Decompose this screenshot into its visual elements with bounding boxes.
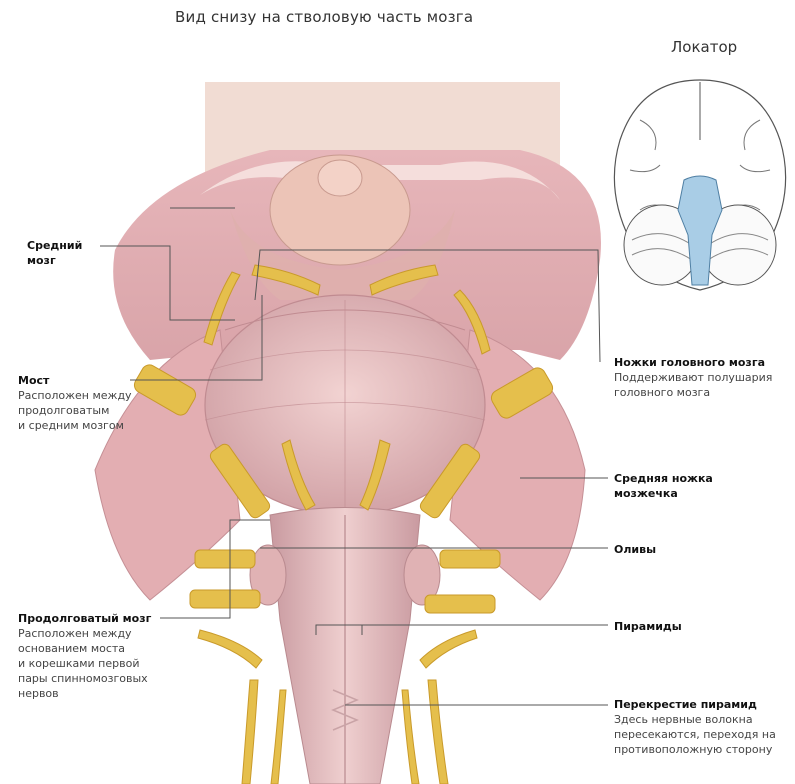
label-pyramids: Пирамиды	[614, 619, 682, 634]
label-olives: Оливы	[614, 542, 656, 557]
label-cerebral-peduncles: Ножки головного мозга Поддерживают полуш…	[614, 355, 772, 400]
label-pons: Мост Расположен между продолговатым и ср…	[18, 373, 132, 433]
label-pyramidal-decussation: Перекрестие пирамид Здесь нервные волокн…	[614, 697, 776, 757]
label-midbrain: Средний мозг	[27, 238, 82, 268]
label-medulla: Продолговатый мозг Расположен между осно…	[18, 611, 151, 701]
label-middle-cerebellar-peduncle: Средняя ножка мозжечка	[614, 471, 713, 501]
locator-brain	[614, 80, 785, 290]
